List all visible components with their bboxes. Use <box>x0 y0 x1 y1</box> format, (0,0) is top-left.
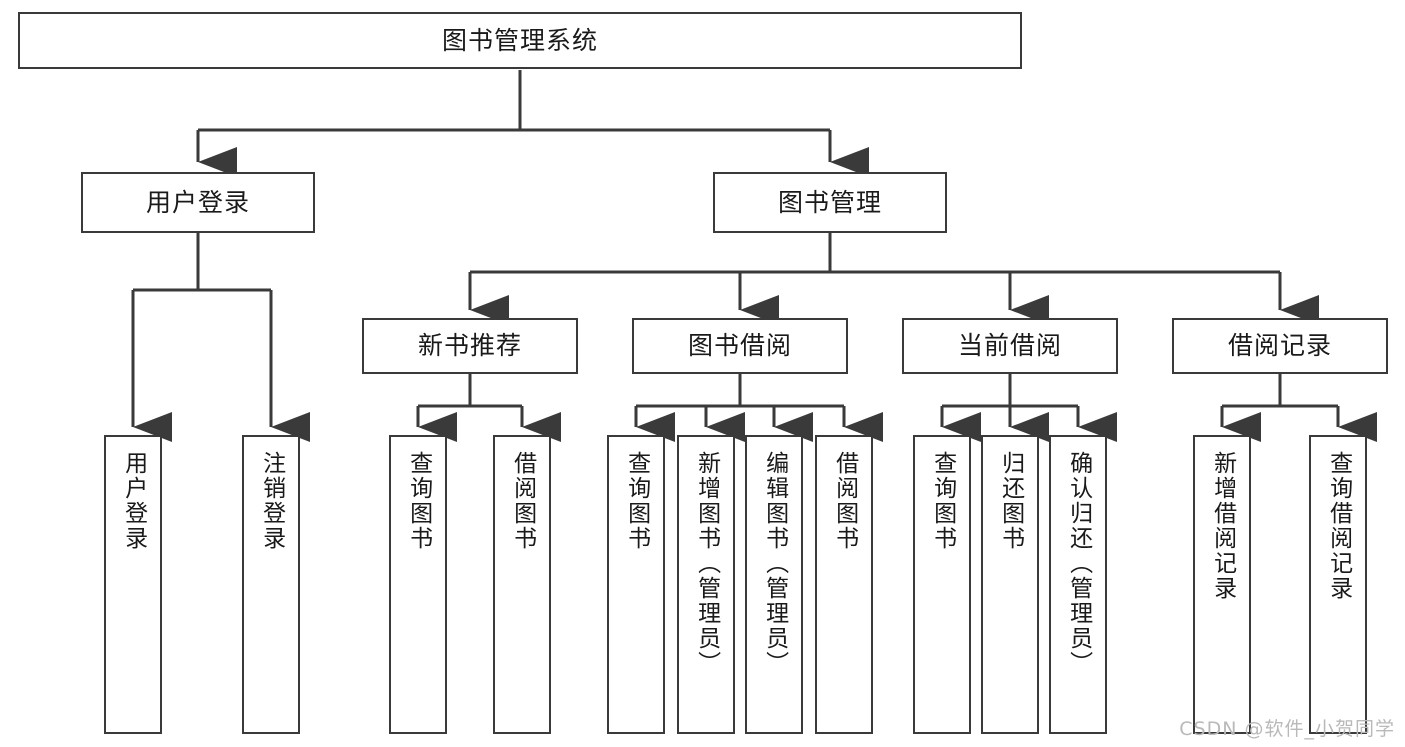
node-label: 查询图书 <box>405 451 432 551</box>
node-leaf-return-book[interactable]: 归还图书 <box>981 435 1039 734</box>
watermark-text: CSDN @软件_小贺同学 <box>1179 718 1395 740</box>
node-label: 注销登录 <box>258 451 285 551</box>
node-leaf-user-login[interactable]: 用户登录 <box>104 435 162 734</box>
node-label: 查询图书 <box>929 451 956 551</box>
node-label: 新增图书（管理员） <box>693 451 720 676</box>
node-leaf-add-book[interactable]: 新增图书（管理员） <box>677 435 735 734</box>
node-label: 新书推荐 <box>417 331 522 361</box>
node-new-book-rec[interactable]: 新书推荐 <box>362 318 578 374</box>
node-label: 归还图书 <box>997 451 1024 551</box>
node-leaf-logout[interactable]: 注销登录 <box>242 435 300 734</box>
node-label: 新增借阅记录 <box>1209 451 1236 601</box>
node-label: 查询借阅记录 <box>1325 451 1352 601</box>
node-book-borrow[interactable]: 图书借阅 <box>632 318 848 374</box>
node-leaf-add-record[interactable]: 新增借阅记录 <box>1193 435 1251 734</box>
node-label: 用户登录 <box>145 187 250 217</box>
node-leaf-borrow-book-1[interactable]: 借阅图书 <box>493 435 551 734</box>
node-leaf-query-book-2[interactable]: 查询图书 <box>607 435 665 734</box>
node-label: 确认归还（管理员） <box>1065 451 1092 676</box>
node-label: 图书借阅 <box>687 331 792 361</box>
node-leaf-borrow-book-2[interactable]: 借阅图书 <box>815 435 873 734</box>
node-label: 查询图书 <box>623 451 650 551</box>
node-current-borrow[interactable]: 当前借阅 <box>902 318 1118 374</box>
node-user-login[interactable]: 用户登录 <box>81 172 315 233</box>
node-label: 图书管理系统 <box>441 25 598 55</box>
node-book-manage[interactable]: 图书管理 <box>713 172 947 233</box>
node-borrow-record[interactable]: 借阅记录 <box>1172 318 1388 374</box>
node-label: 当前借阅 <box>957 331 1062 361</box>
node-label: 借阅图书 <box>831 451 858 551</box>
node-label: 借阅记录 <box>1227 331 1332 361</box>
node-label: 用户登录 <box>120 451 147 551</box>
node-leaf-confirm-return[interactable]: 确认归还（管理员） <box>1049 435 1107 734</box>
node-leaf-edit-book[interactable]: 编辑图书（管理员） <box>745 435 803 734</box>
node-leaf-query-book-3[interactable]: 查询图书 <box>913 435 971 734</box>
node-root-system[interactable]: 图书管理系统 <box>18 12 1022 69</box>
node-label: 编辑图书（管理员） <box>761 451 788 676</box>
node-leaf-query-book-1[interactable]: 查询图书 <box>389 435 447 734</box>
node-leaf-query-record[interactable]: 查询借阅记录 <box>1309 435 1367 734</box>
node-label: 图书管理 <box>777 187 882 217</box>
node-label: 借阅图书 <box>509 451 536 551</box>
